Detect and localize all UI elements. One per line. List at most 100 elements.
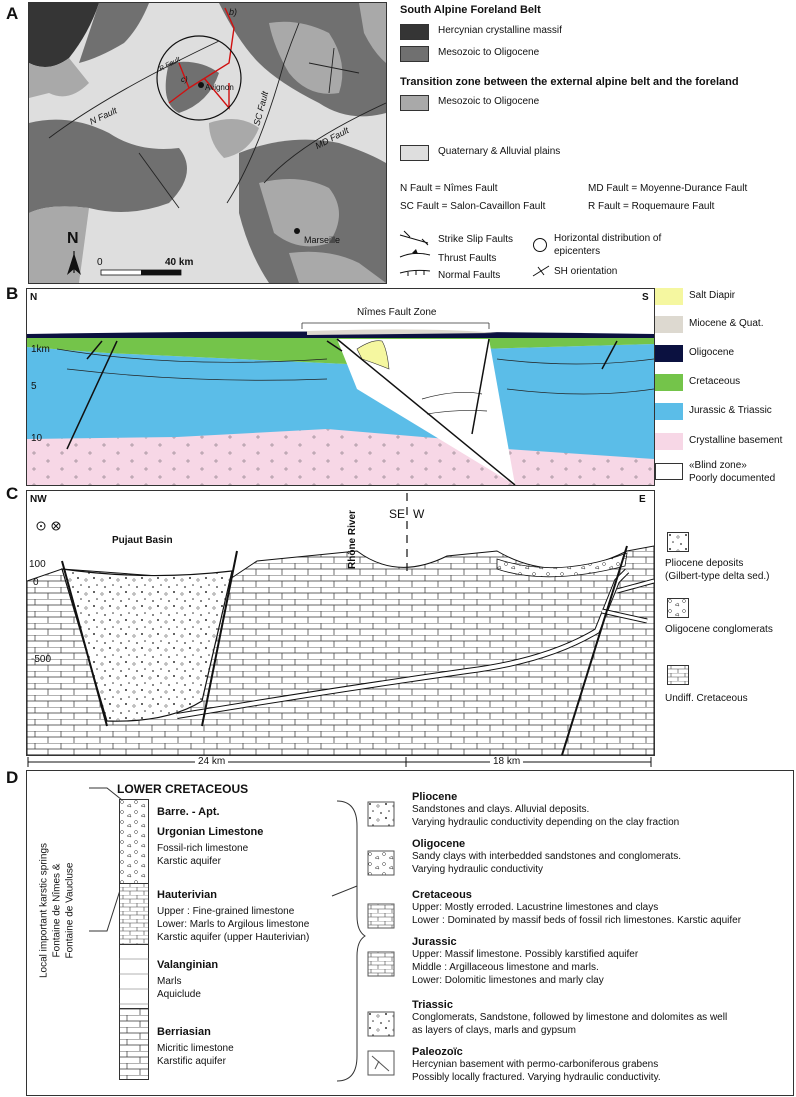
- swatch-meso2: [400, 95, 429, 111]
- unit-paleozoic-l1: Hercynian basement with permo-carbonifer…: [412, 1059, 659, 1070]
- unit-jurassic-l1: Upper: Massif limestone. Possibly karsti…: [412, 949, 639, 960]
- legend-title-south-alpine: South Alpine Foreland Belt: [400, 4, 541, 16]
- north-arrow-label: N: [67, 230, 79, 247]
- unit-triassic-l1: Conglomerats, Sandstone, followed by lim…: [412, 1012, 728, 1023]
- cross-section-b-svg: [27, 322, 654, 485]
- unit-oligocene: Oligocene: [412, 838, 466, 850]
- legend-meso1: Mesozoic to Oligocene: [438, 47, 540, 58]
- unit-jurassic-l3: Lower: Dolomitic limestones and marly cl…: [412, 975, 604, 986]
- unit-cretaceous-l1: Upper: Mostly erroded. Lacustrine limest…: [412, 902, 659, 913]
- depth-minus500: -500: [31, 654, 52, 665]
- scale-zero: 0: [97, 257, 103, 268]
- urgonian-l1: Fossil-rich limestone: [157, 843, 249, 854]
- panel-label-a: A: [6, 4, 19, 23]
- legend-oligocene-c: Oligocene conglomerats: [665, 624, 773, 635]
- unit-pliocene: Pliocene: [412, 791, 458, 803]
- label-nw: NW: [30, 494, 47, 505]
- symbol-sh: SH orientation: [554, 266, 618, 277]
- legend-quaternary: Quaternary & Alluvial plains: [438, 146, 561, 157]
- legend-hercynian: Hercynian crystalline massif: [438, 25, 562, 36]
- legend-cretaceous: Cretaceous: [689, 376, 741, 387]
- symbol-strike-slip: Strike Slip Faults: [438, 234, 514, 245]
- dist-24km: 24 km: [195, 756, 229, 769]
- swatch-salt: [655, 288, 683, 305]
- label-e: E: [639, 494, 646, 505]
- abbr-n-fault: N Fault = Nîmes Fault: [400, 183, 498, 194]
- distance-scale: [27, 757, 652, 767]
- scale-40km: 40 km: [165, 257, 194, 268]
- hauterivian: Hauterivian: [157, 889, 217, 901]
- legend-pliocene-sub: (Gilbert-type delta sed.): [665, 571, 770, 582]
- depth-1km: 1km: [31, 344, 50, 355]
- depth-100: 100: [29, 559, 46, 570]
- label-c: c): [181, 75, 188, 84]
- panel-label-b: B: [6, 284, 19, 303]
- unit-cretaceous: Cretaceous: [412, 889, 472, 901]
- legend-jurassic: Jurassic & Triassic: [689, 405, 772, 416]
- stratigraphy-panel: LOWER CRETACEOUS Local important karstic…: [26, 770, 794, 1096]
- barre-apt: Barre. - Apt.: [157, 806, 220, 818]
- side-1: Local important karstic springs: [38, 842, 50, 979]
- unit-pliocene-l1: Sandstones and clays. Alluvial deposits.: [412, 804, 590, 815]
- cross-section-c: NW SE W E Pujaut Basin Rhône River 100 0…: [26, 490, 655, 756]
- epicenter-circle-icon: [533, 238, 547, 252]
- cross-section-b: N S Nîmes Fault Zone 1km 5 10: [26, 288, 655, 486]
- berriasian-l2: Karstific aquifer: [157, 1056, 226, 1067]
- depth-5: 5: [31, 381, 37, 392]
- urgonian-l2: Karstic aquifer: [157, 856, 221, 867]
- swatch-blind: [655, 463, 683, 480]
- unit-oligocene-l1: Sandy clays with interbedded sandstones …: [412, 851, 682, 862]
- brace: [331, 800, 366, 1082]
- berriasian-l1: Micritic limestone: [157, 1043, 234, 1054]
- legend-oligocene: Oligocene: [689, 347, 735, 358]
- unit-cretaceous-l2: Lower : Dominated by massif beds of foss…: [412, 915, 742, 926]
- unit-triassic: Triassic: [412, 999, 453, 1011]
- legend-cretaceous-c: Undiff. Cretaceous: [665, 693, 748, 704]
- label-s: S: [642, 292, 649, 303]
- swatch-meso1: [400, 46, 429, 62]
- unit-jurassic-l2: Middle : Argillaceous limestone and marl…: [412, 962, 599, 973]
- legend-salt: Salt Diapir: [689, 290, 736, 301]
- legend-blind-sub: Poorly documented: [689, 473, 776, 484]
- swatch-cretaceous: [655, 374, 683, 391]
- unit-oligocene-l2: Varying hydraulic conductivity: [412, 864, 543, 875]
- abbr-md-fault: MD Fault = Moyenne-Durance Fault: [588, 183, 748, 194]
- swatch-cretaceous-c: [667, 665, 689, 685]
- unit-triassic-l2: as layers of clays, marls and gypsum: [412, 1025, 576, 1036]
- label-se: SE: [389, 507, 406, 521]
- symbol-epicenters: Horizontal distribution of epicenters: [554, 233, 662, 257]
- valanginian-l2: Aquiclude: [157, 989, 201, 1000]
- lower-cretaceous-title: LOWER CRETACEOUS: [117, 782, 249, 796]
- legend-pliocene: Pliocene deposits: [665, 558, 744, 569]
- legend-meso2: Mesozoic to Oligocene: [438, 96, 540, 107]
- unit-paleozoic-l2: Possibly locally fractured. Varying hydr…: [412, 1072, 661, 1083]
- side-3: Fontaine de Vaucluse: [64, 862, 76, 959]
- cross-section-c-svg: [27, 493, 654, 755]
- urgonian: Urgonian Limestone: [157, 826, 264, 838]
- dist-18km: 18 km: [490, 756, 524, 769]
- symbol-thrust: Thrust Faults: [438, 253, 497, 264]
- legend-blind: «Blind zone»: [689, 460, 747, 471]
- nimes-fault-zone-label: Nîmes Fault Zone: [357, 307, 437, 318]
- tectonic-map-svg: [29, 3, 386, 283]
- bracket-lines: [89, 787, 123, 932]
- swatch-basement: [655, 433, 683, 450]
- legend-c: Pliocene deposits (Gilbert-type delta se…: [657, 490, 795, 754]
- legend-basement: Crystalline basement: [689, 435, 783, 446]
- swatch-jurassic: [655, 403, 683, 420]
- unit-paleozoic: Paleozoïc: [412, 1046, 463, 1058]
- abbr-r-fault: R Fault = Roquemaure Fault: [588, 201, 715, 212]
- karstic-springs-label: Local important karstic springs Fontaine…: [38, 821, 77, 1001]
- label-w: W: [413, 507, 425, 521]
- unit-jurassic: Jurassic: [412, 936, 457, 948]
- valanginian-l1: Marls: [157, 976, 182, 987]
- strat-column: [119, 799, 149, 1080]
- unit-pliocene-l2: Varying hydraulic conductivity depending…: [412, 817, 680, 828]
- side-2: Fontaine de Nîmes &: [51, 863, 63, 958]
- label-avignon: Avignon: [205, 83, 234, 92]
- valanginian: Valanginian: [157, 959, 219, 971]
- pujaut-basin-label: Pujaut Basin: [112, 535, 173, 546]
- panel-label-d: D: [6, 768, 19, 787]
- depth-10: 10: [31, 433, 43, 444]
- hauterivian-l1: Upper : Fine-grained limestone: [157, 906, 295, 917]
